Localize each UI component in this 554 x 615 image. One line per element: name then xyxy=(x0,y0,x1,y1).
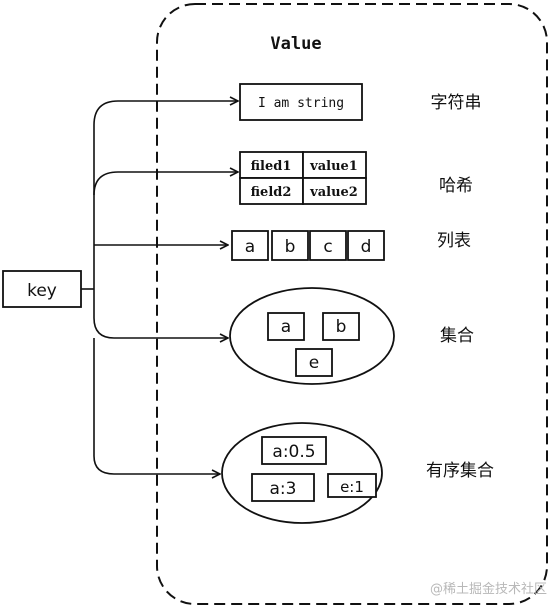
arrow-to-hash xyxy=(93,172,238,196)
zset-member-box xyxy=(261,436,327,465)
hash-cell xyxy=(239,151,304,179)
set-member-a: a xyxy=(281,317,291,337)
hash-field-1: filed1 xyxy=(251,159,292,174)
watermark-text: @稀土掘金技术社区 xyxy=(430,581,547,597)
list-item-c: c xyxy=(323,237,332,257)
list-item-d: d xyxy=(361,237,372,257)
set-member-b: b xyxy=(336,317,347,337)
arrow-to-string xyxy=(93,101,238,289)
arrow-to-zset xyxy=(93,338,220,474)
connectors xyxy=(81,101,238,474)
list-item-box xyxy=(271,230,309,261)
set-member-box xyxy=(267,312,305,341)
list-type-label: 列表 xyxy=(437,231,471,251)
set-member-box xyxy=(322,312,360,341)
set-member-box xyxy=(295,348,333,377)
hash-cell xyxy=(302,177,367,205)
list-item-box xyxy=(309,230,347,261)
arrow-to-set xyxy=(93,289,228,338)
zset-member-a-0-5: a:0.5 xyxy=(272,442,315,462)
zset-member-box xyxy=(251,473,315,502)
list-item-box xyxy=(231,230,269,261)
set-member-e: e xyxy=(309,353,319,373)
hash-value-1: value1 xyxy=(309,159,358,174)
zset-type-label: 有序集合 xyxy=(426,461,494,481)
value-title: Value xyxy=(270,34,321,54)
value-container xyxy=(156,3,548,605)
list-items: a b c d xyxy=(231,230,385,261)
list-item-box xyxy=(347,230,385,261)
string-type-label: 字符串 xyxy=(431,93,482,113)
hash-type-label: 哈希 xyxy=(439,176,473,196)
list-item-b: b xyxy=(285,237,296,257)
zset-member-box xyxy=(327,473,377,498)
key-label: key xyxy=(27,281,57,301)
set-type-label: 集合 xyxy=(440,326,474,346)
set-ellipse xyxy=(229,287,395,385)
list-item-a: a xyxy=(245,237,255,257)
hash-value-2: value2 xyxy=(309,185,358,200)
string-value-text: I am string xyxy=(258,96,344,111)
hash-field-2: field2 xyxy=(251,185,292,200)
zset-member-a-3: a:3 xyxy=(270,479,297,499)
string-value-box xyxy=(239,83,363,121)
hash-table: filed1 value1 field2 value2 xyxy=(239,151,367,205)
zset-member-e-1: e:1 xyxy=(340,478,364,496)
